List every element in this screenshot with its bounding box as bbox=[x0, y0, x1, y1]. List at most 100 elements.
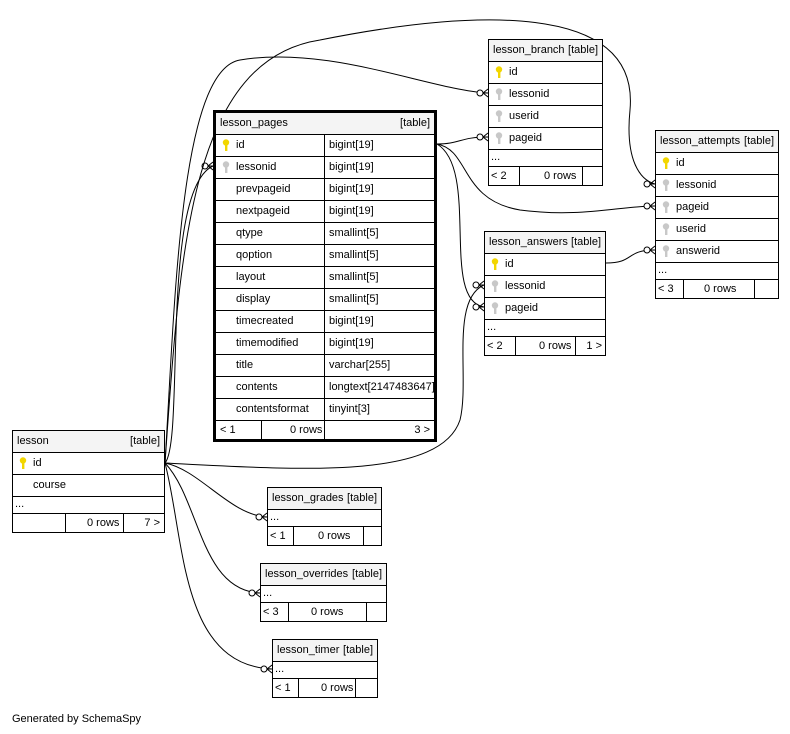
parent-count: < 1 bbox=[220, 424, 236, 436]
column-row: course bbox=[13, 475, 164, 497]
more-columns: ... bbox=[261, 586, 386, 603]
column-name: id bbox=[505, 258, 514, 270]
table-footer: 0 rows 7 > bbox=[13, 514, 164, 532]
parent-count: < 1 bbox=[275, 682, 291, 694]
column-type: smallint[5] bbox=[324, 289, 379, 310]
column-type: bigint[19] bbox=[324, 135, 374, 156]
attempts-lessonid-crowsfoot bbox=[643, 179, 656, 189]
column-type: bigint[19] bbox=[324, 157, 374, 178]
column-row: answerid bbox=[656, 241, 778, 263]
column-row: display smallint[5] bbox=[216, 289, 434, 311]
column-name: qtype bbox=[236, 227, 263, 239]
table-footer: < 3 0 rows bbox=[261, 603, 386, 621]
column-name: pageid bbox=[509, 132, 543, 144]
column-name: lessonid bbox=[505, 280, 546, 292]
primary-key-icon bbox=[19, 457, 27, 470]
row-count: 0 rows bbox=[321, 682, 354, 694]
column-name: prevpageid bbox=[236, 183, 291, 195]
foreign-key-icon bbox=[662, 223, 670, 236]
parent-count: < 3 bbox=[263, 606, 279, 618]
table-name: lesson_overrides bbox=[265, 568, 349, 580]
column-name: timemodified bbox=[236, 337, 299, 349]
child-count: 7 > bbox=[144, 517, 160, 529]
parent-count: < 2 bbox=[491, 170, 507, 182]
primary-key-icon bbox=[491, 258, 499, 271]
more-columns: ... bbox=[485, 320, 605, 337]
table-type: [table] bbox=[744, 135, 774, 147]
foreign-key-icon bbox=[495, 88, 503, 101]
foreign-key-icon bbox=[495, 132, 503, 145]
foreign-key-icon bbox=[495, 110, 503, 123]
edge-lesson-to-timer bbox=[164, 462, 273, 670]
row-count: 0 rows bbox=[311, 606, 344, 618]
table-name: lesson_grades bbox=[272, 492, 344, 504]
foreign-key-icon bbox=[491, 280, 499, 293]
table-lesson-overrides[interactable]: lesson_overrides [table] ... < 3 0 rows bbox=[260, 563, 387, 622]
table-lesson-grades[interactable]: lesson_grades [table] ... < 1 0 rows bbox=[267, 487, 382, 546]
child-count: 3 > bbox=[414, 424, 430, 436]
row-count: 0 rows bbox=[544, 170, 577, 182]
column-name: id bbox=[676, 157, 685, 169]
column-row: layout smallint[5] bbox=[216, 267, 434, 289]
edge-lesson-to-grades bbox=[164, 462, 268, 518]
column-name: id bbox=[509, 66, 518, 78]
column-type: smallint[5] bbox=[324, 223, 379, 244]
answers-lessonid-crowsfoot bbox=[472, 280, 485, 290]
overrides-crowsfoot bbox=[248, 588, 261, 598]
foreign-key-icon bbox=[662, 179, 670, 192]
grades-crowsfoot bbox=[255, 512, 268, 522]
table-footer: < 3 0 rows bbox=[656, 280, 778, 298]
column-name: lessonid bbox=[676, 179, 717, 191]
row-count: 0 rows bbox=[704, 283, 737, 295]
timer-crowsfoot bbox=[260, 664, 273, 674]
table-type: [table] bbox=[343, 644, 373, 656]
column-type: smallint[5] bbox=[324, 267, 379, 288]
table-type: [table] bbox=[571, 236, 601, 248]
column-name: display bbox=[236, 293, 271, 305]
branch-lessonid-crowsfoot bbox=[476, 88, 489, 98]
column-type: smallint[5] bbox=[324, 245, 379, 266]
more-columns: ... bbox=[273, 662, 377, 679]
column-type: tinyint[3] bbox=[324, 399, 370, 420]
foreign-key-icon bbox=[662, 245, 670, 258]
column-name: contents bbox=[236, 381, 278, 393]
column-type: longtext[2147483647] bbox=[324, 377, 435, 398]
child-count: 1 > bbox=[586, 340, 602, 352]
table-header: lesson_overrides [table] bbox=[261, 564, 386, 586]
attempts-answerid-crowsfoot bbox=[643, 245, 656, 255]
column-name: course bbox=[33, 479, 67, 491]
branch-pageid-crowsfoot bbox=[476, 132, 489, 142]
table-header: lesson_timer [table] bbox=[273, 640, 377, 662]
table-footer: < 2 0 rows 1 > bbox=[485, 337, 605, 355]
table-name: lesson_answers bbox=[489, 236, 568, 248]
edge-lesson-to-answers bbox=[164, 284, 485, 469]
table-lesson-timer[interactable]: lesson_timer [table] ... < 1 0 rows bbox=[272, 639, 378, 698]
generated-by-note: Generated by SchemaSpy bbox=[12, 713, 142, 725]
column-row: lessonid bigint[19] bbox=[216, 157, 434, 179]
edge-pages-to-attempts bbox=[436, 143, 656, 214]
more-columns: ... bbox=[489, 150, 602, 167]
column-row: lessonid bbox=[485, 276, 605, 298]
column-row: pageid bbox=[489, 128, 602, 150]
answers-pageid-crowsfoot bbox=[472, 302, 485, 312]
column-name: layout bbox=[236, 271, 266, 283]
column-row: pageid bbox=[485, 298, 605, 320]
table-footer: < 1 0 rows bbox=[268, 527, 381, 545]
column-name: lessonid bbox=[236, 161, 277, 173]
primary-key-icon bbox=[662, 157, 670, 170]
table-header: lesson_attempts [table] bbox=[656, 131, 778, 153]
primary-key-icon bbox=[495, 66, 503, 79]
foreign-key-icon bbox=[491, 302, 499, 315]
column-type: bigint[19] bbox=[324, 201, 374, 222]
column-row: id bbox=[489, 62, 602, 84]
edge-pages-to-answers bbox=[436, 143, 485, 308]
